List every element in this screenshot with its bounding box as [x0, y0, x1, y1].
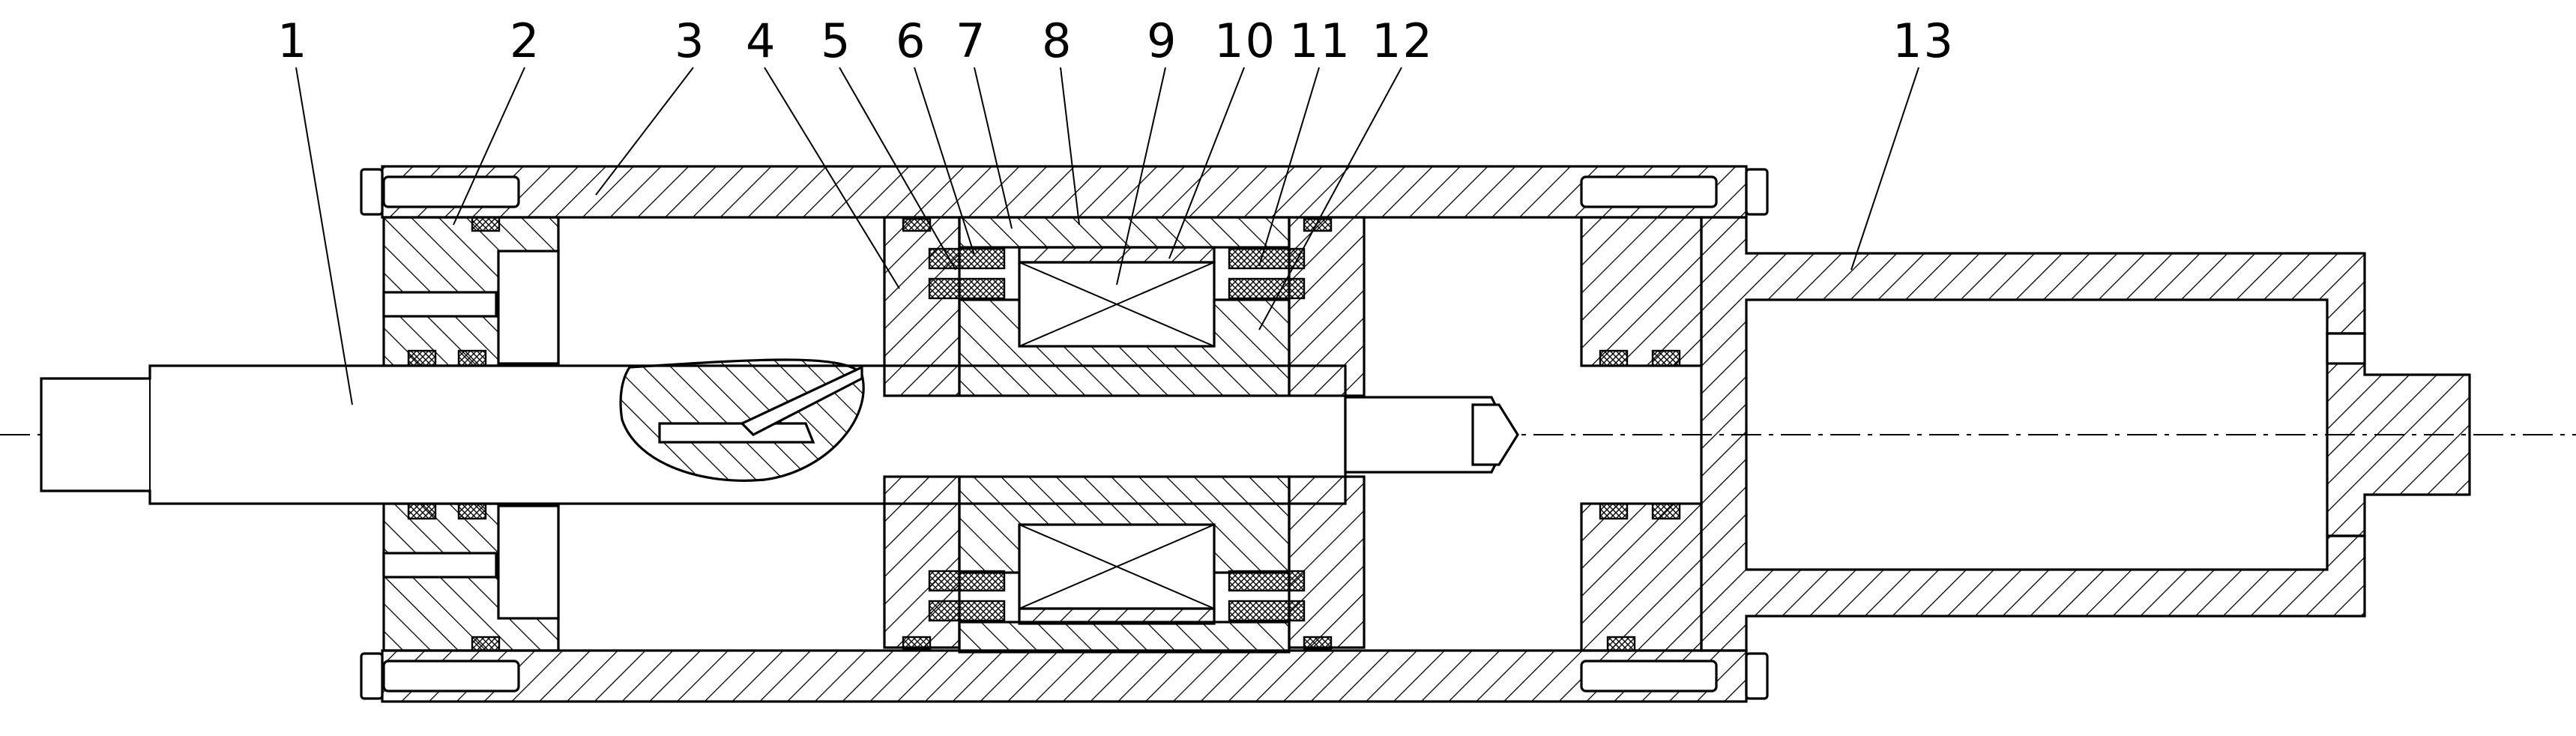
part-labels: 1 2 3 4 5 6 7 8 9 10 11 12 13 [277, 13, 1955, 68]
part-label-11: 11 [1289, 13, 1351, 68]
part-label-7: 7 [956, 13, 986, 68]
part-label-1: 1 [277, 13, 308, 68]
part-label-3: 3 [675, 13, 705, 68]
part-label-6: 6 [896, 13, 926, 68]
part-label-13: 13 [1892, 13, 1955, 68]
part-label-8: 8 [1042, 13, 1073, 68]
right-end-cap [1580, 216, 1703, 652]
part-label-5: 5 [821, 13, 851, 68]
piston-assembly [883, 216, 1366, 654]
part-label-4: 4 [746, 13, 776, 68]
part-label-10: 10 [1214, 13, 1276, 68]
right-end-bolts [1580, 168, 1769, 700]
part-label-12: 12 [1372, 13, 1434, 68]
leader-lines [295, 67, 1919, 405]
part-label-2: 2 [510, 13, 540, 68]
cylinder-tube [381, 165, 1748, 703]
left-end-bolts [360, 168, 520, 700]
part-label-9: 9 [1147, 13, 1177, 68]
rear-housing [1700, 216, 2471, 652]
rod-partial-section [619, 358, 865, 482]
